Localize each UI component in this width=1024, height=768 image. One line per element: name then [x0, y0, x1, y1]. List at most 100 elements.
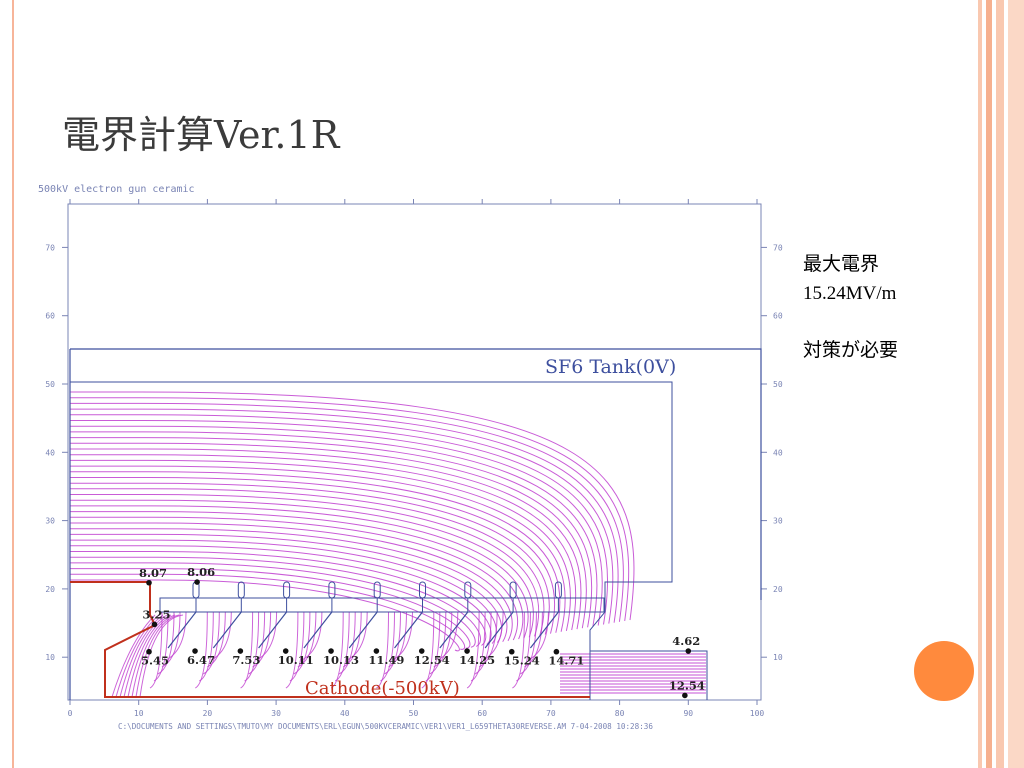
note-max-field-heading: 最大電界	[803, 254, 880, 275]
slide-title: 電界計算Ver.1R	[62, 113, 340, 157]
electrode-field-line	[342, 611, 362, 668]
field-lines	[70, 391, 706, 698]
y-tick-label: 20	[773, 585, 783, 594]
tank-inner-outline	[70, 381, 673, 700]
field-value-label: 3.25	[143, 607, 171, 621]
electrode-field-line	[297, 611, 317, 668]
y-tick-label: 10	[45, 653, 55, 662]
guard-electrodes	[167, 581, 562, 649]
field-value-point	[373, 648, 380, 654]
equipotential-line	[70, 568, 471, 649]
guard-shield	[258, 611, 288, 649]
equipotential-line	[70, 505, 529, 639]
note-max-field-value: 15.24MV/m	[803, 283, 897, 304]
cathode-field-line	[131, 614, 176, 698]
equipotential-line	[70, 556, 482, 647]
field-value-label: 14.25	[459, 653, 495, 667]
field-value-point	[146, 579, 152, 586]
electrode-field-line	[334, 611, 350, 682]
field-value-label: 10.13	[323, 653, 359, 667]
guard-shield	[348, 611, 378, 649]
right-border-stripe	[996, 0, 1004, 768]
field-value-point	[464, 648, 470, 654]
cathode-field-line	[135, 614, 180, 698]
ceramic-insulator	[159, 597, 605, 613]
electrode-field-line	[380, 611, 395, 682]
field-value-label: 6.47	[187, 653, 215, 667]
x-tick-label: 80	[615, 709, 625, 718]
electrode-field-line	[285, 611, 299, 689]
x-tick-label: 100	[750, 709, 765, 718]
y-tick-label: 50	[45, 380, 55, 389]
guard-ring	[328, 581, 336, 599]
guard-shield	[439, 611, 469, 649]
electrode-field-line	[376, 611, 389, 689]
equipotential-line	[70, 391, 635, 621]
equipotential-line	[70, 408, 619, 623]
x-tick-label: 70	[546, 709, 556, 718]
electrode-field-line	[207, 611, 226, 668]
field-value-point	[682, 692, 688, 699]
y-tick-label: 50	[773, 380, 783, 389]
equipotential-line	[70, 482, 550, 635]
cathode-field-line	[111, 614, 156, 698]
y-tick-label: 70	[45, 243, 55, 252]
field-value-point	[151, 621, 158, 628]
note-action-required: 対策が必要	[803, 340, 899, 361]
equipotential-line	[70, 579, 460, 652]
equipotential-line	[70, 414, 614, 624]
electrode-field-line	[199, 611, 214, 682]
side-notes: 最大電界 15.24MV/m 対策が必要	[803, 250, 898, 365]
field-value-label: 8.07	[139, 566, 167, 580]
cathode-field-line	[115, 614, 160, 698]
guard-ring	[237, 581, 245, 599]
x-tick-label: 20	[203, 709, 213, 718]
electrode-field-line	[153, 611, 169, 682]
y-tick-label: 40	[45, 448, 55, 457]
electrode-field-line	[388, 611, 407, 668]
equipotential-line	[70, 499, 534, 638]
electrode-field-line	[330, 611, 344, 689]
electrode-field-line	[195, 611, 208, 689]
equipotential-line	[70, 454, 577, 631]
decorative-orange-circle	[914, 641, 974, 701]
equipotential-line	[70, 402, 624, 622]
equipotential-line	[70, 397, 630, 621]
equipotential-line	[70, 448, 582, 630]
guard-shield	[167, 611, 197, 649]
equipotential-line	[70, 437, 593, 628]
electrode-field-line	[470, 611, 486, 682]
electrode-field-line	[524, 611, 543, 668]
equipotential-line	[70, 573, 466, 650]
x-tick-label: 40	[340, 709, 350, 718]
y-tick-label: 70	[773, 243, 783, 252]
electrode-field-line	[466, 611, 480, 689]
guard-ring	[283, 581, 291, 599]
x-tick-label: 60	[477, 709, 487, 718]
equipotential-line	[70, 533, 503, 643]
field-value-point	[508, 648, 515, 655]
field-value-label: 4.62	[672, 634, 700, 648]
cathode-label: Cathode(-500kV)	[305, 678, 460, 699]
equipotential-line	[70, 420, 609, 625]
field-value-label: 14.71	[548, 654, 584, 668]
field-value-label: 12.54	[669, 678, 705, 692]
y-tick-label: 40	[773, 448, 783, 457]
field-value-label: 5.45	[141, 654, 169, 668]
right-border-stripe	[978, 0, 982, 768]
field-value-label: 10.11	[278, 653, 314, 667]
figure-header: 500kV electron gun ceramic	[38, 184, 195, 195]
field-value-label: 12.54	[414, 653, 450, 667]
field-value-point	[685, 648, 692, 654]
field-value-point	[418, 648, 425, 654]
field-value-label: 7.53	[232, 653, 260, 667]
equipotential-line	[70, 431, 598, 627]
equipotential-line	[70, 477, 556, 634]
y-tick-label: 30	[773, 517, 783, 526]
x-tick-label: 30	[271, 709, 281, 718]
electrode-field-line	[240, 611, 254, 689]
x-tick-label: 10	[134, 709, 144, 718]
